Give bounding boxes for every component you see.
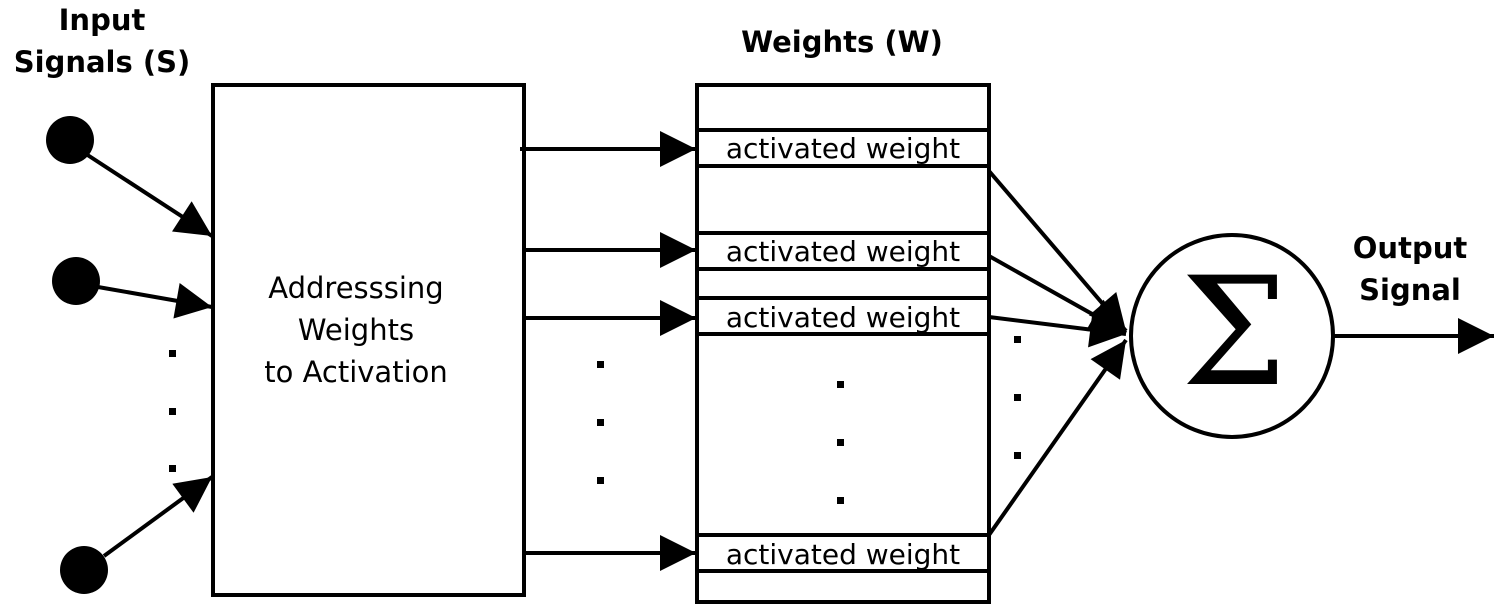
weights-box [695,83,991,604]
sum-ellipsis [1014,336,1021,459]
input-node-2 [52,257,100,305]
sum-arrow-4 [987,338,1128,537]
input-ellipsis [169,350,176,472]
input-signals-title-line2: Signals (S) [14,45,191,79]
input-arrow-1 [84,152,214,238]
weight-label-1: activated weight [726,132,960,165]
weight-label-3: activated weight [726,301,960,334]
input-node-3 [60,546,108,594]
input-arrow-3 [102,475,214,558]
addressing-label-line1: Addresssing [268,271,443,305]
weight-row-1 [695,128,991,168]
sum-arrow-1 [987,169,1128,333]
output-signal-title-line2: Signal [1359,273,1461,307]
weight-label-2: activated weight [726,235,960,268]
address-ellipsis [597,361,604,484]
output-signal-title-line1: Output [1353,231,1468,265]
sigma-symbol: Σ [1181,246,1287,420]
weight-row-2 [695,231,991,271]
input-signals-title-line1: Input [59,3,146,37]
input-arrow-2 [97,283,213,319]
weight-label-4: activated weight [726,538,960,571]
addressing-box [211,83,526,597]
sum-arrow-3 [988,311,1127,348]
weights-ellipsis [837,381,844,504]
addressing-label-line2: Weights [298,313,414,347]
weight-row-3 [695,296,991,336]
input-node-1 [46,116,94,164]
weight-row-4 [695,533,991,573]
addressing-label-line3: to Activation [264,355,448,389]
weights-title: Weights (W) [741,25,943,59]
